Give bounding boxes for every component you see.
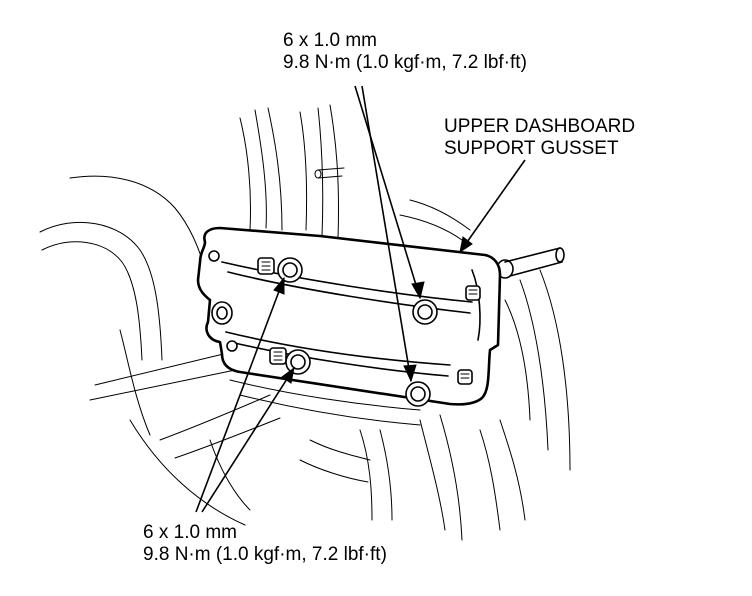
top-bolts-torque: 9.8 N·m (1.0 kgf·m, 7.2 lbf·ft) — [283, 52, 527, 73]
gusset-label-line2: SUPPORT GUSSET — [444, 138, 619, 159]
bottom-bolts-size: 6 x 1.0 mm — [143, 522, 237, 543]
upper-dashboard-support-gusset — [196, 226, 502, 406]
top-bolts-size: 6 x 1.0 mm — [283, 30, 377, 51]
gusset-leader — [459, 159, 526, 254]
bottom-bolts-spec-label: 6 x 1.0 mm 9.8 N·m (1.0 kgf·m, 7.2 lbf·f… — [143, 522, 387, 566]
bottom-bolts-torque: 9.8 N·m (1.0 kgf·m, 7.2 lbf·ft) — [143, 544, 387, 565]
bottom-bolts-leaders — [195, 276, 295, 513]
gusset-part-label: UPPER DASHBOARD SUPPORT GUSSET — [444, 116, 635, 160]
bolt-lower-left — [269, 347, 311, 375]
top-bolts-leaders — [354, 85, 425, 383]
bolt-upper-left — [257, 257, 303, 283]
gusset-label-line1: UPPER DASHBOARD — [444, 116, 636, 137]
body-structure-background — [39, 104, 571, 541]
bolt-upper-right — [412, 285, 481, 325]
top-bolts-spec-label: 6 x 1.0 mm 9.8 N·m (1.0 kgf·m, 7.2 lbf·f… — [283, 30, 527, 74]
bolt-lower-right — [405, 369, 473, 407]
